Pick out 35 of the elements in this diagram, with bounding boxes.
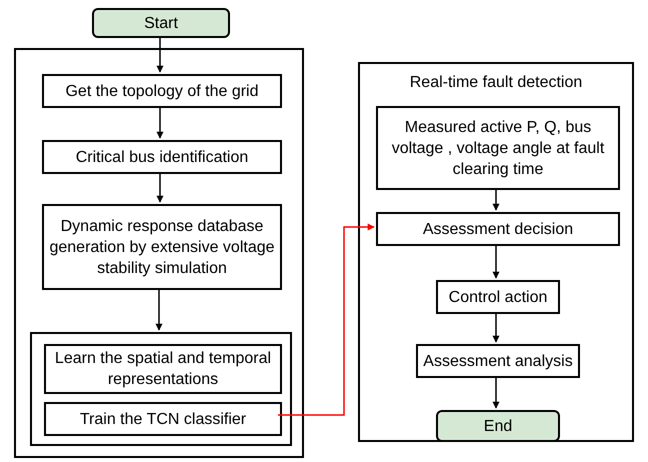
arrow — [492, 312, 500, 343]
arrow — [156, 38, 164, 73]
node-label: Get the topology of the grid — [64, 82, 260, 102]
node-label: Dynamic response database generation by extensive voltage stability simulation — [48, 216, 276, 278]
group-box — [14, 48, 304, 458]
process-box — [44, 402, 282, 436]
node-label: Assessment decision — [422, 220, 574, 240]
group-box — [358, 62, 634, 442]
node-label: Control action — [448, 288, 548, 308]
arrow — [492, 244, 500, 279]
group-box — [30, 332, 292, 446]
terminal-box — [92, 8, 230, 38]
process-box — [42, 74, 282, 108]
group-heading: Real-time fault detection — [408, 73, 584, 93]
node-label: Start — [143, 14, 179, 34]
arrow — [278, 224, 375, 416]
arrow — [492, 376, 500, 409]
node-label: Assessment analysis — [422, 352, 574, 372]
process-box — [44, 344, 282, 394]
terminal-box — [436, 410, 560, 442]
arrow — [156, 288, 162, 331]
process-box — [42, 140, 282, 174]
arrow — [156, 172, 164, 203]
process-box — [416, 344, 580, 378]
process-box — [376, 106, 620, 190]
node-label: Train the TCN classifier — [78, 410, 248, 430]
node-label: End — [482, 416, 514, 436]
node-label: Measured active P, Q, bus voltage , voltage angle at fault clearing time — [390, 118, 606, 180]
process-box — [376, 212, 620, 246]
arrow — [156, 106, 164, 139]
process-box — [436, 280, 560, 314]
node-label: Critical bus identification — [74, 148, 250, 168]
arrow — [492, 188, 500, 211]
process-box — [42, 204, 282, 290]
node-label: Learn the spatial and temporal representations — [54, 349, 272, 390]
